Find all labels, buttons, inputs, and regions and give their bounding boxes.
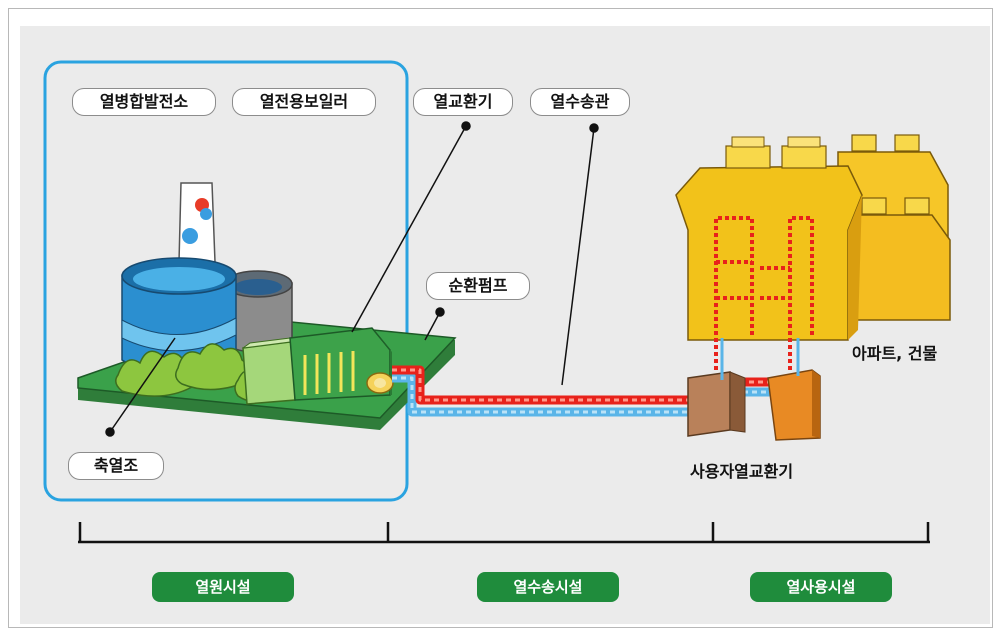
circulation-pump (366, 372, 394, 394)
category-heat-use-facility: 열사용시설 (750, 572, 892, 602)
heat-source-boundary (43, 60, 409, 502)
building-heating-lines (714, 216, 814, 370)
category-heat-transport-facility: 열수송시설 (477, 572, 619, 602)
label-heat-transport-pipe: 열수송관 (530, 88, 630, 116)
user-heat-exchanger-units (687, 369, 821, 441)
label-user-heat-exchanger: 사용자열교환기 (690, 462, 794, 481)
trees (115, 343, 279, 403)
label-heat-only-boiler: 열전용보일러 (232, 88, 376, 116)
building-riser-pipes (720, 338, 800, 380)
chimney (178, 182, 216, 263)
facility-scale-line (78, 522, 930, 544)
label-circulation-pump: 순환펌프 (426, 272, 530, 300)
label-chp-plant: 열병합발전소 (72, 88, 216, 116)
auxiliary-building (242, 337, 297, 405)
label-heat-exchanger: 열교환기 (413, 88, 513, 116)
leader-lines (105, 121, 599, 437)
category-heat-source-facility: 열원시설 (152, 572, 294, 602)
label-heat-storage-tank: 축열조 (68, 452, 164, 480)
rear-buildings (837, 134, 951, 321)
label-apartments-buildings: 아파트, 건물 (852, 344, 938, 363)
apartment-building (675, 136, 863, 341)
